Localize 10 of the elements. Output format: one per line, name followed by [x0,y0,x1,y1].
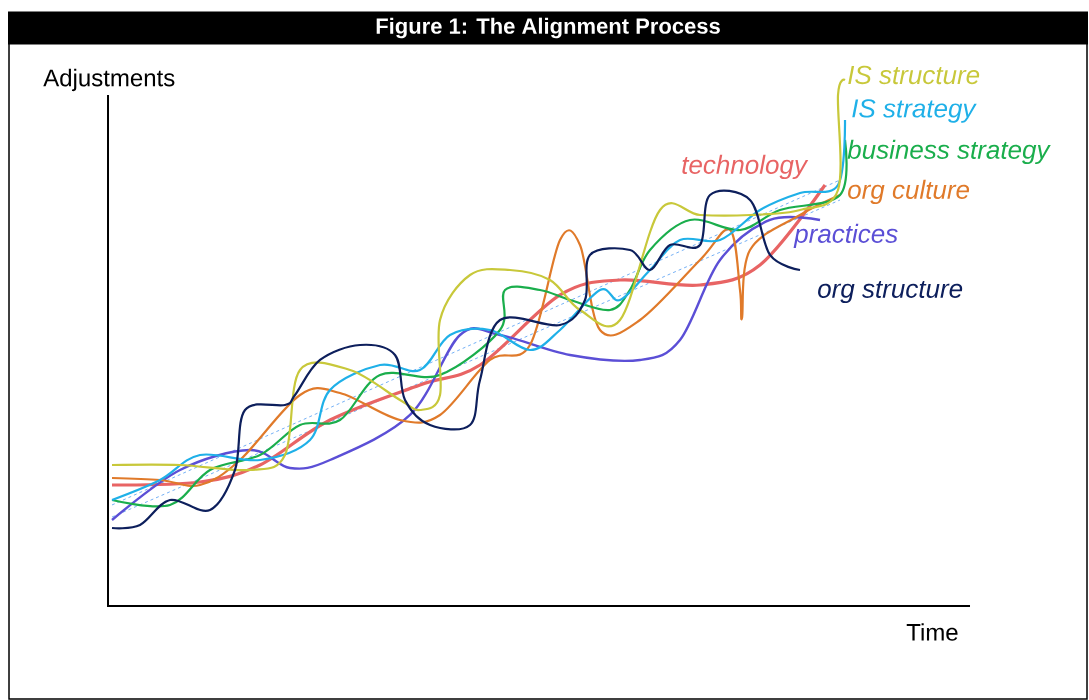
curve-label: technology [682,154,809,180]
axis-label: Adjustments [43,68,175,92]
curve-label: IS strategy [852,99,977,123]
curve-label: IS structure [848,65,980,85]
curve-label: business strategy [847,139,1051,165]
title-bar: Figure 1: The Alignment Process [8,11,1088,45]
curve-label: practices [793,223,898,249]
curve-label: org culture [848,179,970,205]
curve-label: org structure [818,280,963,304]
axis-label: Time [906,623,958,641]
